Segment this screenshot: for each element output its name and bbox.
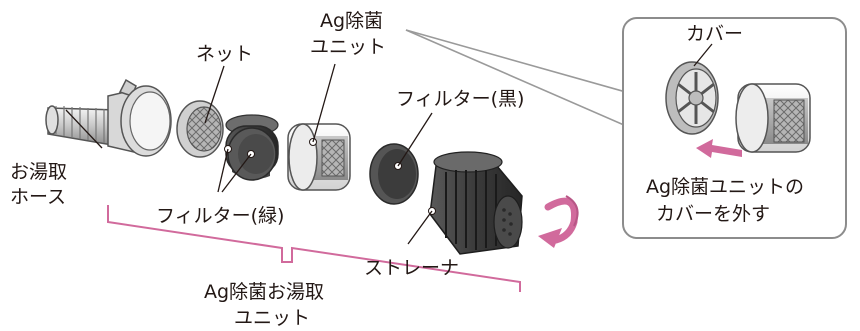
filter-green-part [224, 114, 279, 181]
callout-unit-part [735, 83, 811, 153]
hose-part [45, 78, 172, 157]
leader-lines [65, 63, 433, 245]
hose-label-line1: お湯取 [10, 161, 67, 183]
strainer-label: ストレーナ [364, 257, 459, 279]
assembly-bracket [107, 205, 521, 292]
filter-black-label: フィルター(黒) [396, 88, 524, 110]
assembly-label-line1: Ag除菌お湯取 [204, 281, 324, 303]
filter-green-label: フィルター(緑) [156, 205, 284, 227]
callout-caption-line2: カバーを外す [656, 203, 770, 225]
ag-unit-label-line2: ユニット [310, 36, 386, 58]
cover-part [665, 43, 719, 135]
net-label: ネット [196, 43, 253, 65]
ag-unit-part [287, 123, 351, 191]
callout-title: カバー [686, 23, 743, 45]
ag-unit-label-line1: Ag除菌 [320, 10, 383, 32]
remove-arrow-icon [696, 139, 742, 158]
callout-leader [405, 29, 641, 133]
net-part [176, 100, 224, 158]
rotate-arrow-icon [538, 195, 579, 248]
filter-black-part [369, 143, 419, 205]
hose-label-line2: ホース [10, 186, 66, 208]
callout-caption-line1: Ag除菌ユニットの [646, 176, 804, 198]
callout-box [622, 17, 847, 239]
assembly-label-line2: ユニット [234, 307, 310, 329]
strainer-part [428, 151, 523, 255]
